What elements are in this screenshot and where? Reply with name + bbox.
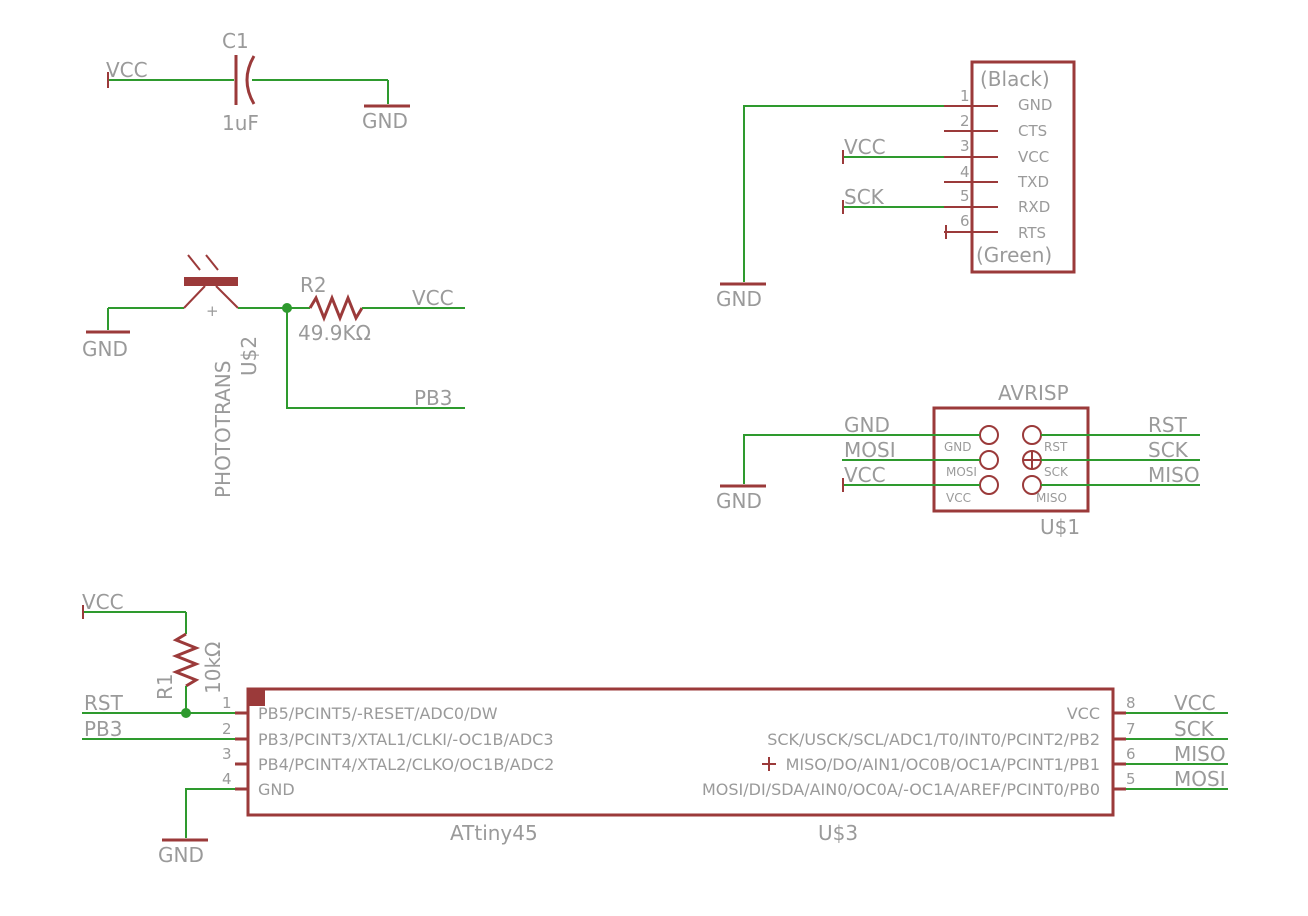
capacitor-c1[interactable]: VCC C1 1uF GND (106, 29, 410, 135)
phototransistor-arrow-2 (205, 254, 219, 271)
attiny-body (246, 687, 1115, 817)
avrisp-pad (979, 425, 999, 445)
avrisp-pad (979, 450, 999, 470)
wire-pb3 (286, 308, 465, 409)
attiny-pin-name-1: PB5/PCINT5/-RESET/ADC0/DW (258, 704, 498, 723)
net-label-vcc: VCC (106, 58, 148, 82)
net-label-pb3: PB3 (414, 386, 453, 410)
resistor-r2-name: R2 (300, 273, 327, 297)
ftdi-pin-name-3: VCC (1018, 148, 1049, 166)
net-label-vcc: VCC (412, 286, 454, 310)
gnd-label: GND (716, 489, 762, 513)
attiny-pin-num-4: 4 (222, 770, 232, 788)
wire-ftdi-gnd (743, 105, 944, 282)
phototransistor-arrow-1 (187, 254, 201, 271)
avrisp-net-rst: RST (1148, 413, 1188, 437)
avrisp-pad (979, 475, 999, 495)
capacitor-plate-right (245, 55, 256, 105)
avrisp-net-gnd: GND (844, 413, 890, 437)
ftdi-body (970, 60, 1076, 274)
capacitor-name: C1 (222, 29, 249, 53)
resistor-r1-name: R1 (153, 673, 177, 700)
ftdi-pin-num-2: 2 (960, 112, 970, 130)
phototransistor-collector (215, 285, 239, 309)
ftdi-pin-num-4: 4 (960, 163, 970, 181)
ftdi-pin-name-6: RTS (1018, 224, 1046, 242)
net-label-vcc: VCC (1174, 691, 1216, 715)
attiny-pin1-marker (248, 689, 265, 706)
attiny-pin-name-8: VCC (1067, 704, 1100, 723)
gnd-label: GND (158, 843, 204, 867)
ftdi-pin-num-5: 5 (960, 187, 970, 205)
net-label-pb3: PB3 (84, 717, 123, 741)
attiny-pin-num-6: 6 (1126, 745, 1136, 763)
attiny-pin-name-2: PB3/PCINT3/XTAL1/CLKI/-OC1B/ADC3 (258, 730, 554, 749)
avrisp-pad-label-mosi: MOSI (946, 465, 977, 479)
wire-attiny-gnd (185, 788, 235, 838)
phototransistor-value: PHOTOTRANS (211, 361, 235, 498)
ftdi-pin-name-2: CTS (1018, 122, 1047, 140)
resistor-r1-value: 10kΩ (201, 642, 225, 694)
phototransistor-plus: + (206, 302, 219, 320)
attiny-value: ATtiny45 (450, 821, 538, 845)
attiny-pin-name-6: MISO/DO/AIN1/OC0B/OC1A/PCINT1/PB1 (786, 755, 1100, 774)
attiny-pin-num-7: 7 (1126, 720, 1136, 738)
resistor-r2 (308, 293, 364, 323)
net-label-sck: SCK (1174, 717, 1215, 741)
ftdi-header[interactable]: (Black) (Green) 1 GND 2 CTS 3 VCC 4 TXD … (716, 60, 1076, 311)
attiny-pin-num-1: 1 (222, 694, 232, 712)
phototransistor-emitter (183, 285, 206, 309)
attiny45-u3[interactable]: 1 2 3 4 PB5/PCINT5/-RESET/ADC0/DW PB3/PC… (82, 687, 1228, 867)
capacitor-value: 1uF (222, 111, 259, 135)
net-label-miso: MISO (1174, 742, 1226, 766)
net-label-sck: SCK (844, 185, 885, 209)
wire-avrisp-gnd (743, 434, 980, 484)
phototransistor-name: U$2 (237, 336, 261, 376)
gnd-label: GND (716, 287, 762, 311)
avrisp-header[interactable]: AVRISP U$1 GND MOSI VCC RST SCK MISO GND… (716, 381, 1200, 539)
avrisp-pad-label-vcc: VCC (946, 491, 971, 505)
ftdi-pin-num-6: 6 (960, 212, 970, 230)
phototransistor-u2[interactable]: GND + PB3 R2 49.9KΩ VCC PHOTOTRANS U$2 (82, 254, 465, 498)
ftdi-pin-name-5: RXD (1018, 198, 1050, 216)
gnd-label: GND (82, 337, 128, 361)
junction-dot (181, 708, 191, 718)
avrisp-pad (1022, 425, 1042, 445)
attiny-pin-num-8: 8 (1126, 694, 1136, 712)
resistor-r1-body (171, 632, 201, 688)
ftdi-pin-name-4: TXD (1017, 173, 1049, 191)
ftdi-pin-name-1: GND (1018, 96, 1052, 114)
net-label-rst: RST (84, 691, 124, 715)
avrisp-pad-label-miso: MISO (1036, 491, 1067, 505)
net-label-vcc: VCC (844, 135, 886, 159)
resistor-r2-value: 49.9KΩ (298, 321, 371, 345)
avrisp-net-mosi: MOSI (844, 438, 896, 462)
attiny-pin-name-4: GND (258, 780, 295, 799)
net-label-vcc: VCC (82, 590, 124, 614)
avrisp-net-vcc: VCC (844, 463, 886, 487)
ftdi-bottom-label: (Green) (976, 243, 1052, 267)
attiny-pin-num-3: 3 (222, 745, 232, 763)
attiny-pin-name-7: SCK/USCK/SCL/ADC1/T0/INT0/PCINT2/PB2 (767, 730, 1100, 749)
ftdi-pin-num-1: 1 (960, 87, 970, 105)
ftdi-pin-num-3: 3 (960, 137, 970, 155)
avrisp-pad-label-rst: RST (1044, 440, 1068, 454)
avrisp-name: U$1 (1040, 515, 1080, 539)
attiny-pin-name-3: PB4/PCINT4/XTAL2/CLKO/OC1B/ADC2 (258, 755, 554, 774)
phototransistor-base (184, 277, 238, 286)
ftdi-top-label: (Black) (980, 67, 1050, 91)
gnd-label: GND (362, 109, 408, 133)
avrisp-pad-label-sck: SCK (1044, 465, 1069, 479)
avrisp-title: AVRISP (998, 381, 1069, 405)
avrisp-pad-label-gnd: GND (944, 440, 972, 454)
avrisp-net-sck: SCK (1148, 438, 1189, 462)
attiny-pin-num-2: 2 (222, 720, 232, 738)
attiny-pin-name-5: MOSI/DI/SDA/AIN0/OC0A/-OC1A/AREF/PCINT0/… (702, 780, 1100, 799)
net-label-mosi: MOSI (1174, 767, 1226, 791)
attiny-pin-num-5: 5 (1126, 770, 1136, 788)
attiny-name: U$3 (818, 821, 858, 845)
avrisp-net-miso: MISO (1148, 463, 1200, 487)
resistor-r1[interactable]: VCC R1 10kΩ (82, 590, 225, 713)
